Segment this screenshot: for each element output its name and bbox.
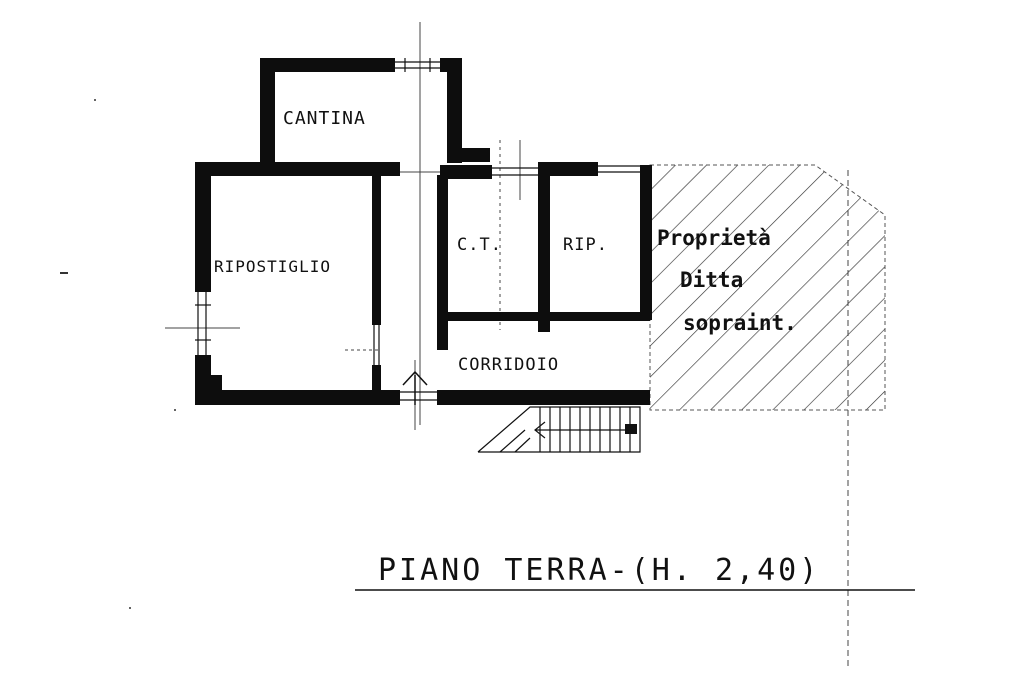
neighbor-property-hatch [649, 164, 886, 411]
exterior-stair [477, 406, 641, 453]
room-label-ct: C.T. [457, 235, 502, 255]
plan-title: PIANO TERRA-(H. 2,40) [378, 553, 820, 588]
room-label-ripostiglio: RIPOSTIGLIO [214, 257, 331, 276]
neighbor-property-line3: sopraint. [683, 311, 797, 335]
entrance-arrow-icon [402, 370, 428, 405]
walls [195, 58, 652, 405]
stair-landing-mark [625, 424, 637, 434]
neighbor-property-line2: Ditta [680, 268, 743, 292]
room-label-rip: RIP. [563, 235, 608, 255]
room-label-corridoio: CORRIDOIO [458, 355, 559, 375]
room-label-cantina: CANTINA [283, 108, 366, 129]
openings [195, 58, 640, 401]
stray-marks [60, 99, 176, 609]
neighbor-property-line1: Proprietà [657, 226, 771, 250]
